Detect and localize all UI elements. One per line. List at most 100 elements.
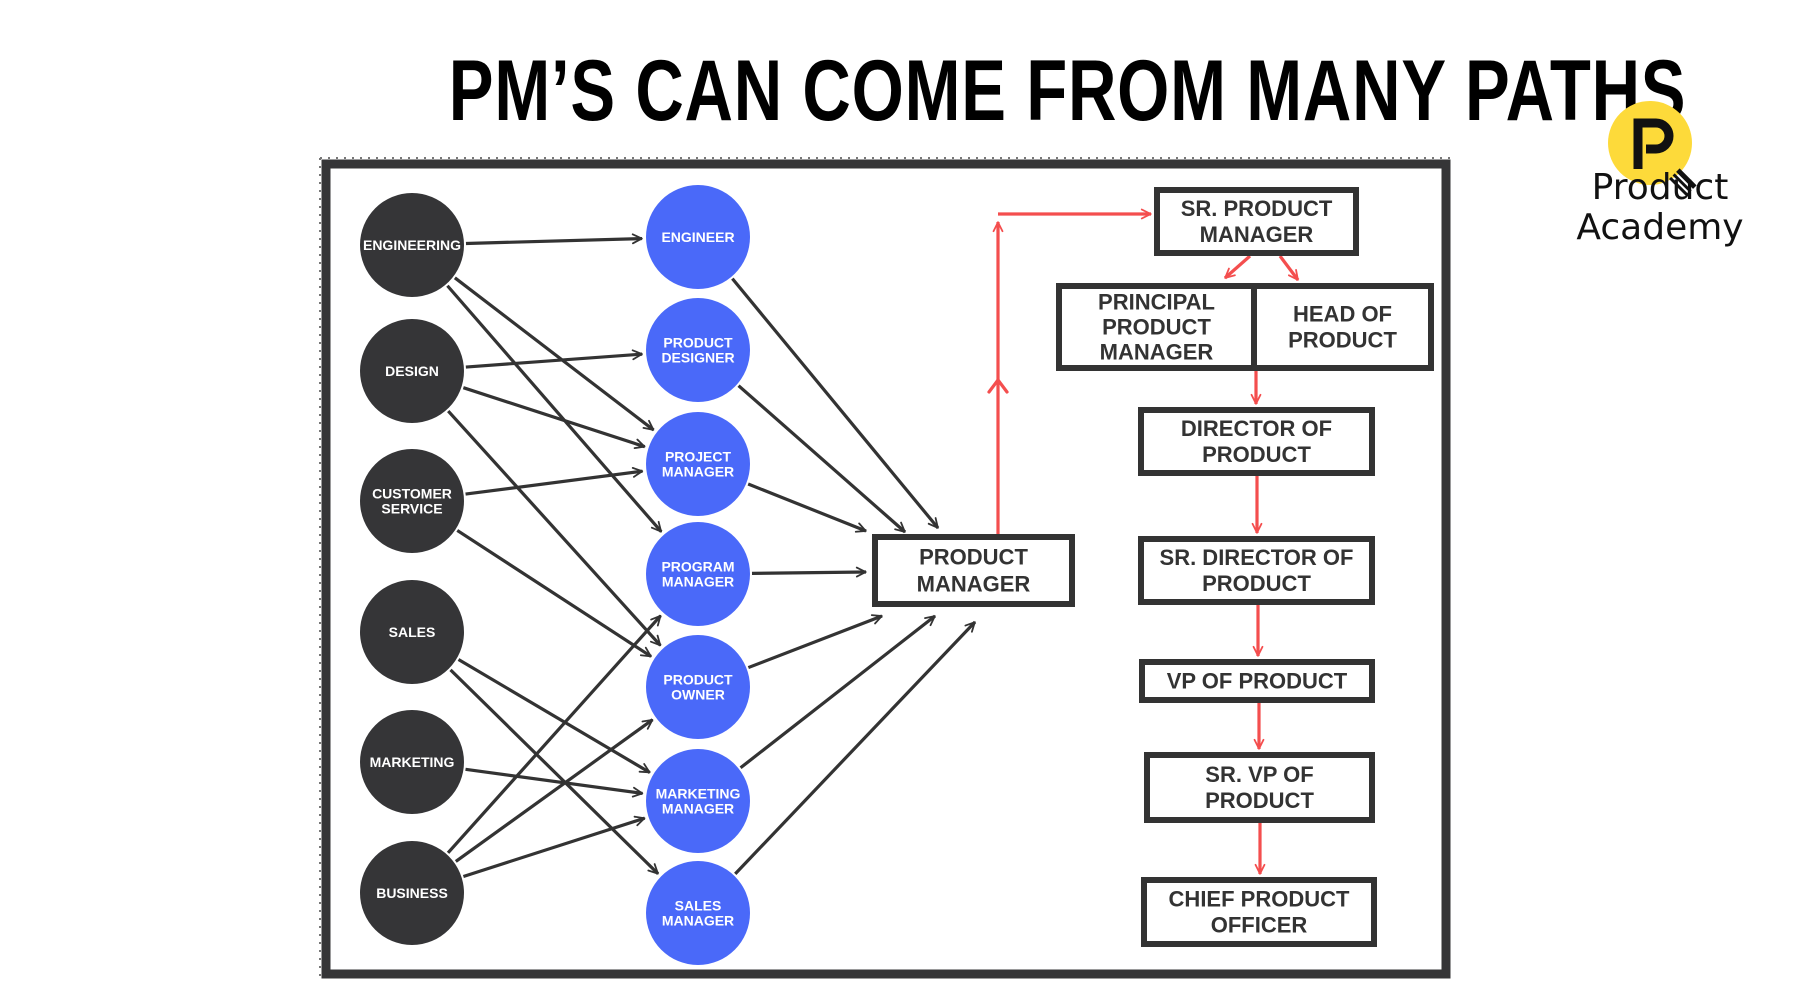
box-product-manager-label-line-1: PRODUCT — [919, 545, 1028, 570]
box-border — [1141, 877, 1377, 947]
box-sr-vp-of-product-label-line-2: PRODUCT — [1205, 788, 1314, 813]
arrow-sales-to-marketing-manager — [457, 658, 651, 774]
box-chief-product-officer-label-line-2: OFFICER — [1211, 913, 1308, 938]
role-program-manager-label-line-1: PROGRAM — [661, 559, 734, 575]
source-node-business: BUSINESS — [360, 841, 464, 945]
arrow-engineer-to-product-manager — [731, 277, 940, 530]
role-circle — [646, 522, 750, 626]
role-product-designer-label-line-1: PRODUCT — [663, 335, 733, 351]
logo-letter-p — [1633, 118, 1674, 169]
box-principal-product-manager-label-line-3: MANAGER — [1100, 340, 1214, 365]
box-head-of-product-label-line-1: HEAD OF — [1293, 302, 1392, 327]
role-engineer-label-line-1: ENGINEER — [661, 229, 734, 245]
box-principal-product-manager-label-line-2: PRODUCT — [1102, 315, 1211, 340]
role-circle — [646, 412, 750, 516]
source-circle — [360, 710, 464, 814]
source-circle — [360, 841, 464, 945]
box-border — [1056, 283, 1257, 371]
arrow-design-to-product-owner — [447, 409, 662, 647]
role-product-designer-label-line-2: DESIGNER — [661, 350, 734, 366]
source-circle — [360, 580, 464, 684]
source-node-sales: SALES — [360, 580, 464, 684]
arrow-business-to-program-manager — [446, 614, 662, 854]
source-node-marketing: MARKETING — [360, 710, 464, 814]
source-marketing-label-line-1: MARKETING — [370, 754, 455, 770]
edges-layer — [446, 208, 1300, 878]
logo-text-line1: Product — [1591, 167, 1729, 208]
box-border — [872, 534, 1075, 607]
logo-text: Product Academy — [1545, 168, 1775, 248]
source-customer-service-label-line-2: SERVICE — [381, 501, 442, 517]
role-node-engineer: ENGINEER — [646, 185, 750, 289]
red-arrow-sr-product-manager-to-principal-product-manager — [1223, 254, 1252, 280]
role-marketing-manager-label-line-1: MARKETING — [656, 786, 741, 802]
box-vp-of-product-label-line-1: VP OF PRODUCT — [1167, 669, 1348, 694]
role-circle — [646, 298, 750, 402]
arrow-product-owner-to-product-manager — [747, 614, 883, 670]
source-node-engineering: ENGINEERING — [360, 193, 464, 297]
box-border — [1139, 659, 1375, 703]
source-sales-label-line-1: SALES — [389, 624, 436, 640]
box-border — [1154, 187, 1359, 256]
role-circle — [646, 749, 750, 853]
diagram-frame — [321, 159, 1451, 979]
red-arrow-midpoint-icon — [987, 378, 1009, 394]
arrow-business-to-marketing-manager — [462, 815, 646, 878]
box-sr-product-manager-label-line-1: SR. PRODUCT — [1181, 196, 1333, 221]
box-border — [1144, 752, 1375, 823]
arrow-engineering-to-project-manager — [453, 276, 655, 432]
box-sr-vp-of-product-label-line-1: SR. VP OF — [1205, 762, 1313, 787]
arrow-marketing-to-marketing-manager — [465, 767, 644, 798]
box-sr-director-of-product-label-line-1: SR. DIRECTOR OF — [1160, 545, 1354, 570]
source-circle — [360, 449, 464, 553]
role-project-manager-label-line-2: MANAGER — [662, 464, 734, 480]
logo-bulb-base — [1669, 168, 1697, 196]
box-director-of-product-label-line-2: PRODUCT — [1202, 442, 1311, 467]
role-project-manager-label-line-1: PROJECT — [665, 449, 732, 465]
arrow-design-to-project-manager — [462, 386, 646, 450]
arrow-engineering-to-program-manager — [446, 284, 663, 533]
box-chief-product-officer-label-line-1: CHIEF PRODUCT — [1169, 887, 1350, 912]
box-director-of-product-label-line-1: DIRECTOR OF — [1181, 416, 1332, 441]
product-academy-logo — [1608, 101, 1697, 196]
arrow-product-designer-to-product-manager — [737, 384, 907, 534]
arrow-sales-to-sales-manager — [449, 668, 660, 875]
box-vp-of-product: VP OF PRODUCT — [1139, 659, 1375, 703]
source-customer-service-label-line-1: CUSTOMER — [372, 486, 452, 502]
role-circle — [646, 635, 750, 739]
source-design-label-line-1: DESIGN — [385, 363, 439, 379]
arrow-project-manager-to-product-manager — [747, 482, 867, 533]
box-border — [1138, 407, 1375, 476]
arrow-design-to-product-designer — [465, 349, 643, 369]
role-circle — [646, 185, 750, 289]
box-sr-director-of-product-label-line-2: PRODUCT — [1202, 571, 1311, 596]
arrow-business-to-product-owner — [454, 718, 654, 863]
source-engineering-label-line-1: ENGINEERING — [363, 237, 461, 253]
role-program-manager-label-line-2: MANAGER — [662, 574, 734, 590]
role-sales-manager-label-line-1: SALES — [675, 898, 722, 914]
box-sr-product-manager-label-line-2: MANAGER — [1200, 222, 1314, 247]
box-head-of-product-label-line-2: PRODUCT — [1288, 328, 1397, 353]
box-border — [1251, 283, 1434, 371]
box-principal-product-manager-label-line-1: PRINCIPAL — [1098, 290, 1215, 315]
arrow-customer-service-to-project-manager — [465, 467, 644, 496]
arrow-program-manager-to-product-manager — [751, 566, 867, 578]
source-node-design: DESIGN — [360, 319, 464, 423]
arrow-sales-manager-to-product-manager — [734, 620, 977, 875]
source-circle — [360, 319, 464, 423]
role-product-owner-label-line-2: OWNER — [671, 687, 725, 703]
logo-text-line2: Academy — [1576, 207, 1744, 248]
source-business-label-line-1: BUSINESS — [376, 885, 448, 901]
